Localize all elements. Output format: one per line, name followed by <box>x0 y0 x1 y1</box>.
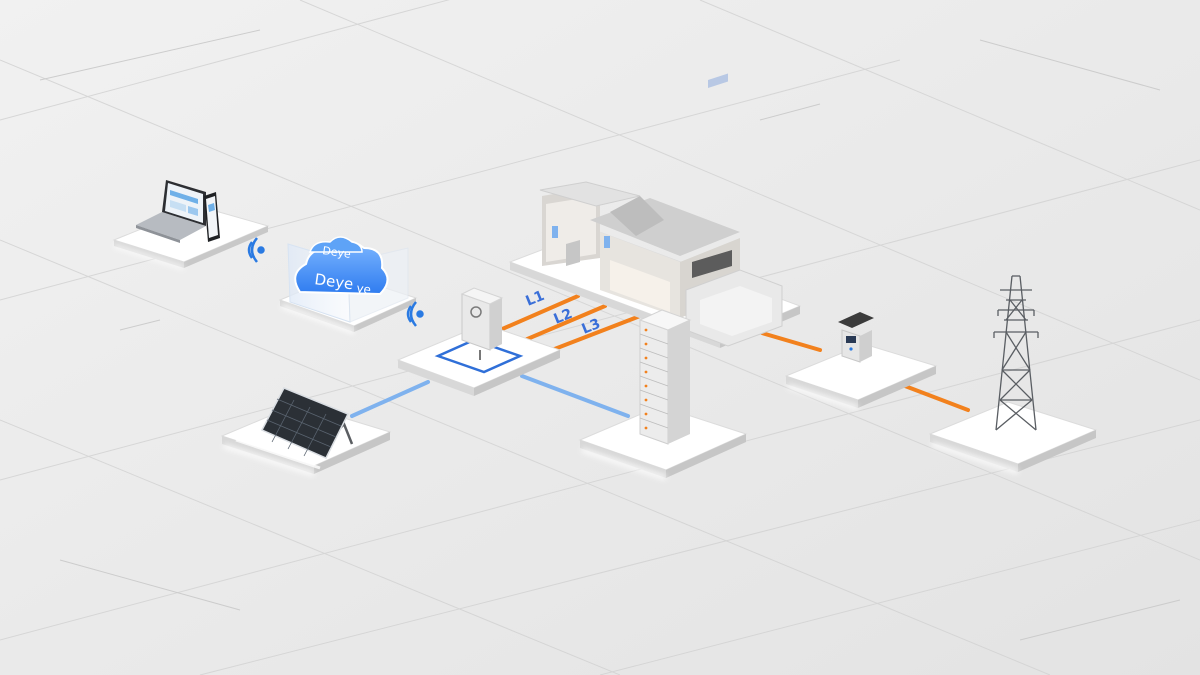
ac-line-l1 <box>498 294 580 332</box>
inverter-icon <box>460 287 504 360</box>
phone-icon <box>204 192 220 242</box>
solar-panel-icon <box>260 387 354 459</box>
battery-rack-icon <box>638 309 692 445</box>
wifi-icon-cloud <box>406 301 424 327</box>
phase-label-l2: L2 <box>552 306 575 328</box>
cloud-brand-side: ye <box>356 281 372 297</box>
connections <box>350 294 970 418</box>
laptop-icon <box>136 180 206 243</box>
cloud-brand-back: Deye <box>322 244 352 261</box>
ac-line-house-meter <box>760 331 822 352</box>
solar-platform <box>220 403 392 476</box>
phase-label-l1: L1 <box>524 288 547 310</box>
cloud-icon: Deye Deye ye <box>294 236 389 297</box>
cloud-brand-front: Deye <box>313 270 354 293</box>
dc-line-inverter-battery <box>520 374 630 418</box>
house-icon <box>539 73 783 347</box>
ac-line-l3 <box>550 314 642 352</box>
ac-line-l2 <box>523 304 607 342</box>
ac-line-meter-grid <box>903 384 970 412</box>
transmission-tower-icon <box>993 275 1039 431</box>
wifi-icon-laptop <box>247 237 265 263</box>
smart-meter-icon <box>838 312 874 363</box>
dc-line-solar-inverter <box>350 380 430 418</box>
meter-platform <box>784 343 938 410</box>
phase-label-l3: L3 <box>580 316 603 338</box>
grid-platform <box>928 401 1098 474</box>
